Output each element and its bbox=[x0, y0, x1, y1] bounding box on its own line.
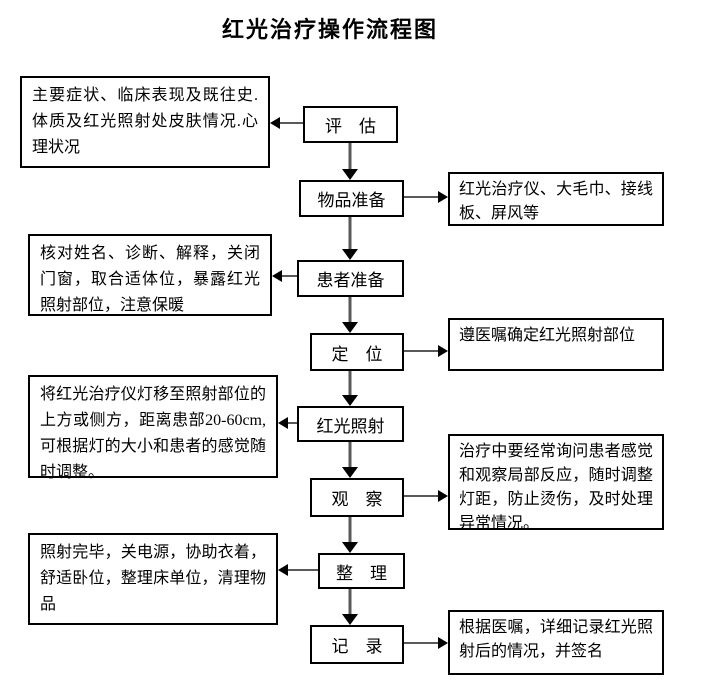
down-arrow-icon bbox=[342, 297, 358, 333]
left-arrow-icon bbox=[270, 116, 303, 130]
note-box-after-treatment-detail: 照射完毕，关电源，协助衣着，舒适卧位，整理床单位，清理物品 bbox=[28, 533, 278, 625]
note-box-record-detail: 根据医嘱，详细记录红光照射后的情况，并签名 bbox=[448, 610, 664, 675]
step-box-record: 记 录 bbox=[310, 625, 404, 664]
right-arrow-icon bbox=[404, 489, 448, 503]
down-arrow-icon bbox=[342, 442, 358, 478]
right-arrow-icon bbox=[404, 190, 448, 204]
page-title: 红光治疗操作流程图 bbox=[221, 17, 438, 42]
step-box-items-preparation: 物品准备 bbox=[299, 180, 404, 217]
note-box-assessment-content: 主要症状、临床表现及既往史.体质及红光照射处皮肤情况.心理状况 bbox=[20, 76, 270, 168]
note-box-position-by-order: 遵医嘱确定红光照射部位 bbox=[448, 318, 664, 371]
down-arrow-icon bbox=[342, 371, 358, 406]
note-box-patient-prep-detail: 核对姓名、诊断、解释，关闭门窗，取合适体位，暴露红光照射部位，注意保暖 bbox=[28, 234, 272, 316]
note-box-items-list: 红光治疗仪、大毛巾、接线板、屏风等 bbox=[448, 172, 664, 226]
step-box-positioning: 定 位 bbox=[310, 333, 404, 371]
step-box-evaluate: 评 估 bbox=[303, 106, 398, 143]
step-box-red-light-irradiation: 红光照射 bbox=[297, 406, 404, 442]
left-arrow-icon bbox=[278, 416, 297, 430]
down-arrow-icon bbox=[342, 517, 358, 553]
down-arrow-icon bbox=[342, 143, 358, 180]
right-arrow-icon bbox=[404, 344, 448, 358]
step-box-tidy-up: 整 理 bbox=[318, 553, 405, 589]
left-arrow-icon bbox=[278, 563, 318, 577]
note-box-lamp-distance-detail: 将红光治疗仪灯移至照射部位的上方或侧方，距离患部20-60cm, 可根据灯的大小… bbox=[28, 375, 278, 481]
step-box-observation: 观 察 bbox=[310, 478, 404, 517]
down-arrow-icon bbox=[342, 217, 358, 260]
right-arrow-icon bbox=[404, 636, 448, 650]
left-arrow-icon bbox=[272, 269, 297, 283]
step-box-patient-preparation: 患者准备 bbox=[297, 260, 404, 297]
note-box-observation-detail: 治疗中要经常询问患者感觉和观察局部反应，随时调整灯距，防止烫伤，及时处理异常情况… bbox=[448, 434, 664, 532]
down-arrow-icon bbox=[342, 589, 358, 625]
